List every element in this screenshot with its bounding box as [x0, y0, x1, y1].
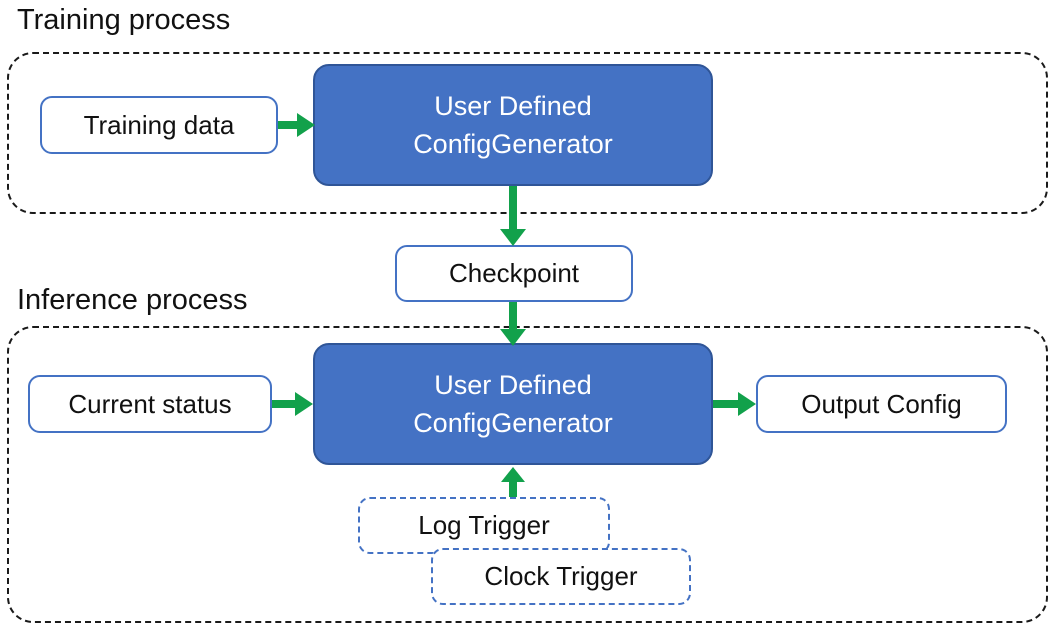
arrow-head-down — [500, 329, 526, 346]
arrow-triggers-to-generator — [500, 467, 526, 497]
log-trigger-label: Log Trigger — [418, 510, 550, 540]
output-config-label: Output Config — [801, 388, 962, 419]
training-data-label: Training data — [83, 109, 235, 140]
output-config-box: Output Config — [756, 375, 1007, 433]
generator-line1: User Defined — [434, 91, 592, 121]
clock-trigger-label: Clock Trigger — [484, 561, 638, 591]
arrow-shaft — [509, 482, 517, 497]
training-config-generator-box: User Defined ConfigGenerator — [313, 64, 713, 186]
arrow-generator-to-checkpoint — [500, 186, 526, 246]
arrow-generator-to-output-config — [713, 392, 756, 416]
arrow-head-right — [297, 113, 315, 137]
arrow-shaft — [509, 186, 517, 229]
arrow-current-status-to-generator — [272, 392, 313, 416]
clock-trigger-box: Clock Trigger — [431, 548, 691, 605]
inference-config-generator-box: User Defined ConfigGenerator — [313, 343, 713, 465]
arrow-shaft — [509, 302, 517, 329]
arrow-head-right — [738, 392, 756, 416]
generator-line1: User Defined — [434, 370, 592, 400]
inference-process-container — [7, 326, 1048, 623]
training-process-label: Training process — [17, 4, 231, 36]
training-data-box: Training data — [40, 96, 278, 154]
arrow-head-right — [295, 392, 313, 416]
training-process-container — [7, 52, 1048, 214]
arrow-shaft — [278, 121, 297, 129]
current-status-label: Current status — [68, 388, 232, 419]
inference-process-label: Inference process — [17, 284, 248, 316]
checkpoint-box: Checkpoint — [395, 245, 633, 302]
arrow-training-data-to-generator — [278, 113, 315, 137]
generator-line2: ConfigGenerator — [413, 408, 613, 438]
generator-line2: ConfigGenerator — [413, 129, 613, 159]
current-status-box: Current status — [28, 375, 272, 433]
checkpoint-label: Checkpoint — [448, 258, 580, 288]
arrow-head-up — [501, 467, 525, 482]
arrow-shaft — [272, 400, 295, 408]
log-trigger-box: Log Trigger — [358, 497, 610, 554]
arrow-checkpoint-to-inference-generator — [500, 302, 526, 346]
arrow-head-down — [500, 229, 526, 246]
arrow-shaft — [713, 400, 738, 408]
